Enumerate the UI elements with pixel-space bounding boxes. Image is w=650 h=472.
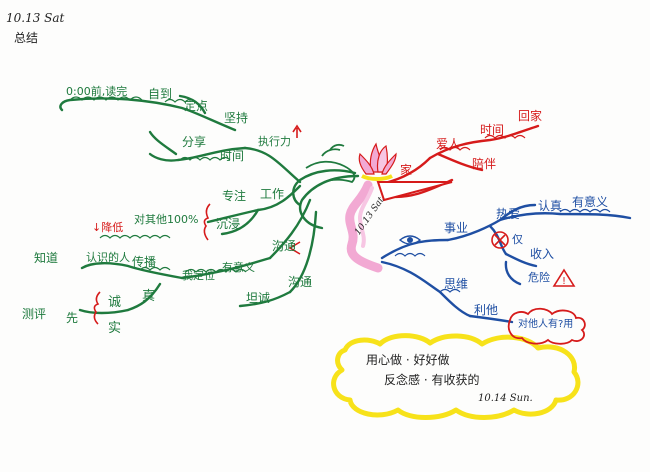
green-brackets bbox=[93, 203, 301, 325]
spread-label: 传播 bbox=[132, 255, 157, 269]
sincere-comm-label: 坦诚 bbox=[246, 291, 271, 305]
center-ribbon bbox=[345, 180, 383, 273]
hand-icon bbox=[305, 143, 356, 184]
eye-icon bbox=[398, 235, 422, 245]
evaluate-label: 测评 bbox=[22, 307, 47, 321]
green-branch-lines bbox=[59, 94, 360, 315]
useful-cloud bbox=[507, 307, 586, 345]
communicate-label: 沟通 bbox=[272, 239, 297, 253]
cross-circle bbox=[491, 231, 509, 249]
green-branch-wiggles bbox=[69, 96, 247, 273]
blue-branch-wiggles bbox=[394, 208, 611, 293]
first-label: 先 bbox=[66, 311, 79, 325]
red-branch-wiggles bbox=[439, 134, 526, 151]
svg-text:!: ! bbox=[562, 276, 566, 287]
note-signature: 10.14 Sun. bbox=[478, 393, 533, 404]
company-label: 陪伴 bbox=[472, 157, 497, 171]
fixed-label: 定点 bbox=[184, 99, 209, 113]
execution-power-label: 执行力 bbox=[258, 135, 291, 148]
schedule-label: 0:00前,读完 bbox=[66, 85, 128, 98]
lotus-flower-icon bbox=[358, 142, 397, 181]
altruism-label: 利他 bbox=[474, 303, 499, 317]
share-label: 分享 bbox=[182, 135, 207, 149]
warning-label: 危险 bbox=[528, 271, 550, 284]
meaning-label: 有意义 bbox=[222, 261, 255, 274]
enthusiasm-label: 热爱 bbox=[496, 207, 521, 221]
knowledge-label: 知道 bbox=[34, 251, 59, 265]
immerse-label: 沉浸 bbox=[216, 217, 241, 231]
we-position-label: 我定位 bbox=[182, 269, 215, 282]
focus-label: 专注 bbox=[222, 189, 247, 203]
persist-label: 坚持 bbox=[224, 111, 249, 125]
red-time-label: 时间 bbox=[480, 123, 505, 137]
real-label: 真 bbox=[142, 289, 156, 304]
only-label: 仅 bbox=[512, 233, 523, 246]
family-label: 家 bbox=[400, 163, 413, 177]
red-wedge bbox=[376, 181, 453, 202]
page-title: 总结 bbox=[14, 31, 39, 45]
communicate2-label: 沟通 bbox=[288, 275, 313, 289]
know-more-label: 认识的人 bbox=[86, 251, 130, 264]
hundred-percent-label: 对其他100% bbox=[134, 213, 199, 226]
lover-label: 爱人 bbox=[436, 137, 461, 151]
meaningful-label: 有意义 bbox=[572, 195, 609, 209]
blue-branch-lines bbox=[380, 203, 632, 324]
return-label: 回家 bbox=[518, 109, 543, 123]
useful-label: 对他人有?用 bbox=[518, 319, 574, 330]
up-arrow-icon bbox=[292, 124, 302, 138]
note-highlight-cloud bbox=[331, 333, 581, 420]
date-label: 10.13 Sat bbox=[6, 11, 65, 25]
time-label: 时间 bbox=[220, 149, 245, 163]
income-label: 收入 bbox=[530, 247, 555, 261]
practical-label: 实 bbox=[108, 321, 122, 336]
serious-label: 认真 bbox=[538, 199, 563, 213]
warning-triangle: ! bbox=[552, 268, 576, 287]
center-ribbon-inner bbox=[357, 186, 374, 248]
sincere-label: 诚 bbox=[108, 295, 122, 310]
thinking-label: 思维 bbox=[444, 277, 469, 291]
note-line2: 反念感 · 有收获的 bbox=[384, 373, 480, 387]
note-line1: 用心做 · 好好做 bbox=[366, 353, 450, 367]
self-driven-label: 自到 bbox=[148, 87, 173, 101]
reduce-label: ↓降低 bbox=[92, 221, 124, 234]
work-label: 工作 bbox=[260, 187, 285, 201]
career-label: 事业 bbox=[444, 221, 469, 235]
